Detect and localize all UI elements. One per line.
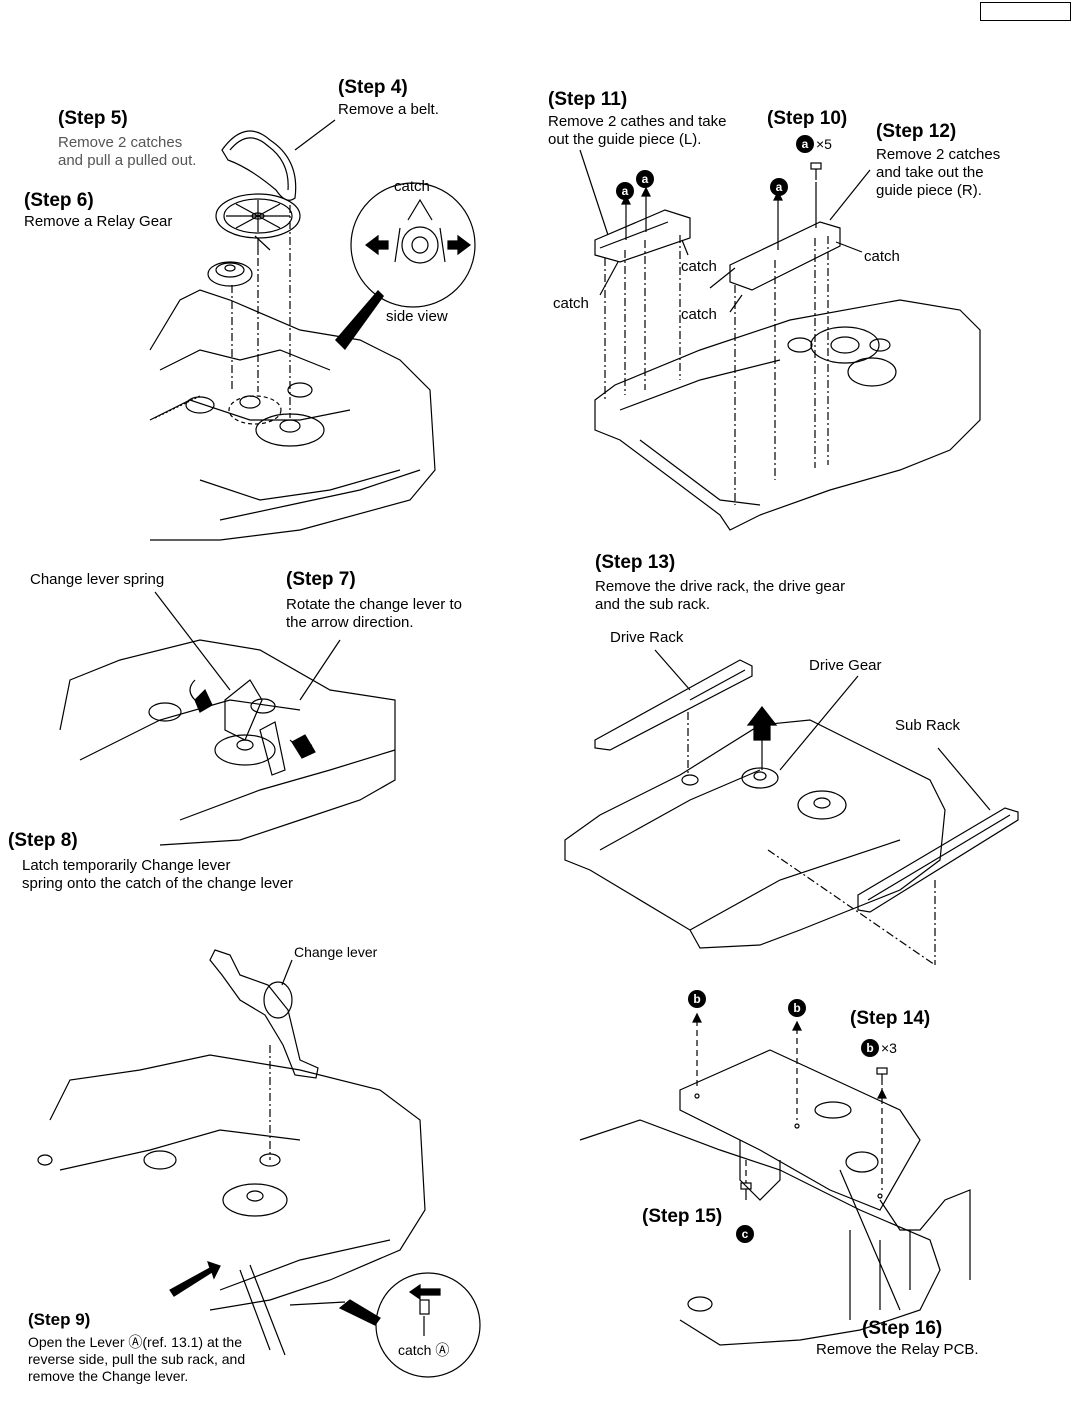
- screw-b-marker-2: b: [788, 999, 806, 1017]
- step-16-text: Remove the Relay PCB.: [816, 1341, 979, 1358]
- step-11-title: (Step 11): [548, 89, 628, 110]
- step-12-text: Remove 2 catches and take out the guide …: [876, 146, 1001, 199]
- guide-piece-right: [729, 221, 841, 291]
- step-11-text: Remove 2 cathes and take out the guide p…: [548, 113, 727, 148]
- step-14-title: (Step 14): [850, 1008, 931, 1029]
- side-view-circle: [350, 182, 476, 308]
- step-15-title: (Step 15): [642, 1206, 723, 1227]
- mechanism-4: [564, 675, 946, 966]
- catch-label-5: catch: [681, 306, 717, 323]
- step-13-text: Remove the drive rack, the drive gear an…: [595, 578, 846, 613]
- relay-pcb-illustration: [679, 1049, 921, 1211]
- screw-b-badge: b: [861, 1039, 879, 1057]
- screw-b-marker-1: b: [688, 990, 706, 1008]
- step-12-title: (Step 12): [876, 121, 957, 142]
- screw-c-icon: [740, 1182, 752, 1200]
- catch-label-2: catch: [681, 258, 717, 275]
- step-4-text: Remove a belt.: [338, 101, 439, 118]
- catch-label-3: catch: [864, 248, 900, 265]
- page-number-box: [980, 2, 1071, 21]
- step-7-title: (Step 7): [286, 569, 356, 590]
- step-10-title: (Step 10): [767, 108, 848, 129]
- relay-gear-illustration: [207, 261, 253, 287]
- step-13-title: (Step 13): [595, 552, 676, 573]
- step-7-text: Rotate the change lever to the arrow dir…: [286, 596, 462, 631]
- catch-label-1: catch: [394, 178, 430, 195]
- screw-b-icon: [876, 1067, 888, 1085]
- mechanism-6: [579, 1119, 971, 1346]
- sub-rack-illustration: [857, 747, 1019, 965]
- step-5-title: (Step 5): [58, 108, 128, 129]
- mechanism-5: [37, 1054, 426, 1356]
- screw-a-marker-3: a: [770, 178, 788, 196]
- screw-a-count: ×5: [816, 136, 832, 152]
- catch-a-label: catch Ⓐ: [398, 1342, 450, 1358]
- screw-c-badge: c: [736, 1225, 754, 1243]
- screw-a-badge: a: [796, 135, 814, 153]
- change-lever-spring-label: Change lever spring: [30, 571, 165, 588]
- step-8-title: (Step 8): [8, 830, 78, 851]
- step-4-title: (Step 4): [338, 77, 408, 98]
- screw-b-count: ×3: [881, 1040, 897, 1056]
- guide-piece-left: [594, 209, 691, 263]
- step-16-title: (Step 16): [862, 1318, 943, 1339]
- drive-gear-label: Drive Gear: [809, 657, 882, 674]
- mechanism-1: [149, 205, 436, 541]
- step-9-title: (Step 9): [28, 1310, 91, 1329]
- screw-a-icon: [810, 162, 822, 180]
- mechanism-2: [579, 149, 981, 531]
- step-5-text: Remove 2 catches and pull a pulled out.: [58, 134, 197, 169]
- catch-detail: [394, 198, 446, 264]
- change-lever-part: [209, 949, 319, 1160]
- change-lever-label: Change lever: [294, 944, 378, 960]
- belt-illustration: [221, 130, 297, 201]
- drive-rack-illustration: [594, 649, 753, 775]
- catch-a-detail: [375, 1272, 481, 1378]
- step-8-text: Latch temporarily Change lever spring on…: [22, 857, 294, 892]
- screw-a-marker-1: a: [616, 182, 634, 200]
- pulley-illustration: [215, 193, 301, 255]
- step-6-text: Remove a Relay Gear: [24, 213, 173, 230]
- screw-a-marker-2: a: [636, 170, 654, 188]
- side-view-label: side view: [386, 308, 448, 325]
- catch-label-4: catch: [553, 295, 589, 312]
- step-6-title: (Step 6): [24, 190, 94, 211]
- drive-rack-label: Drive Rack: [610, 629, 684, 646]
- sub-rack-label: Sub Rack: [895, 717, 961, 734]
- step-9-text: Open the Lever Ⓐ(ref. 13.1) at the rever…: [28, 1334, 246, 1384]
